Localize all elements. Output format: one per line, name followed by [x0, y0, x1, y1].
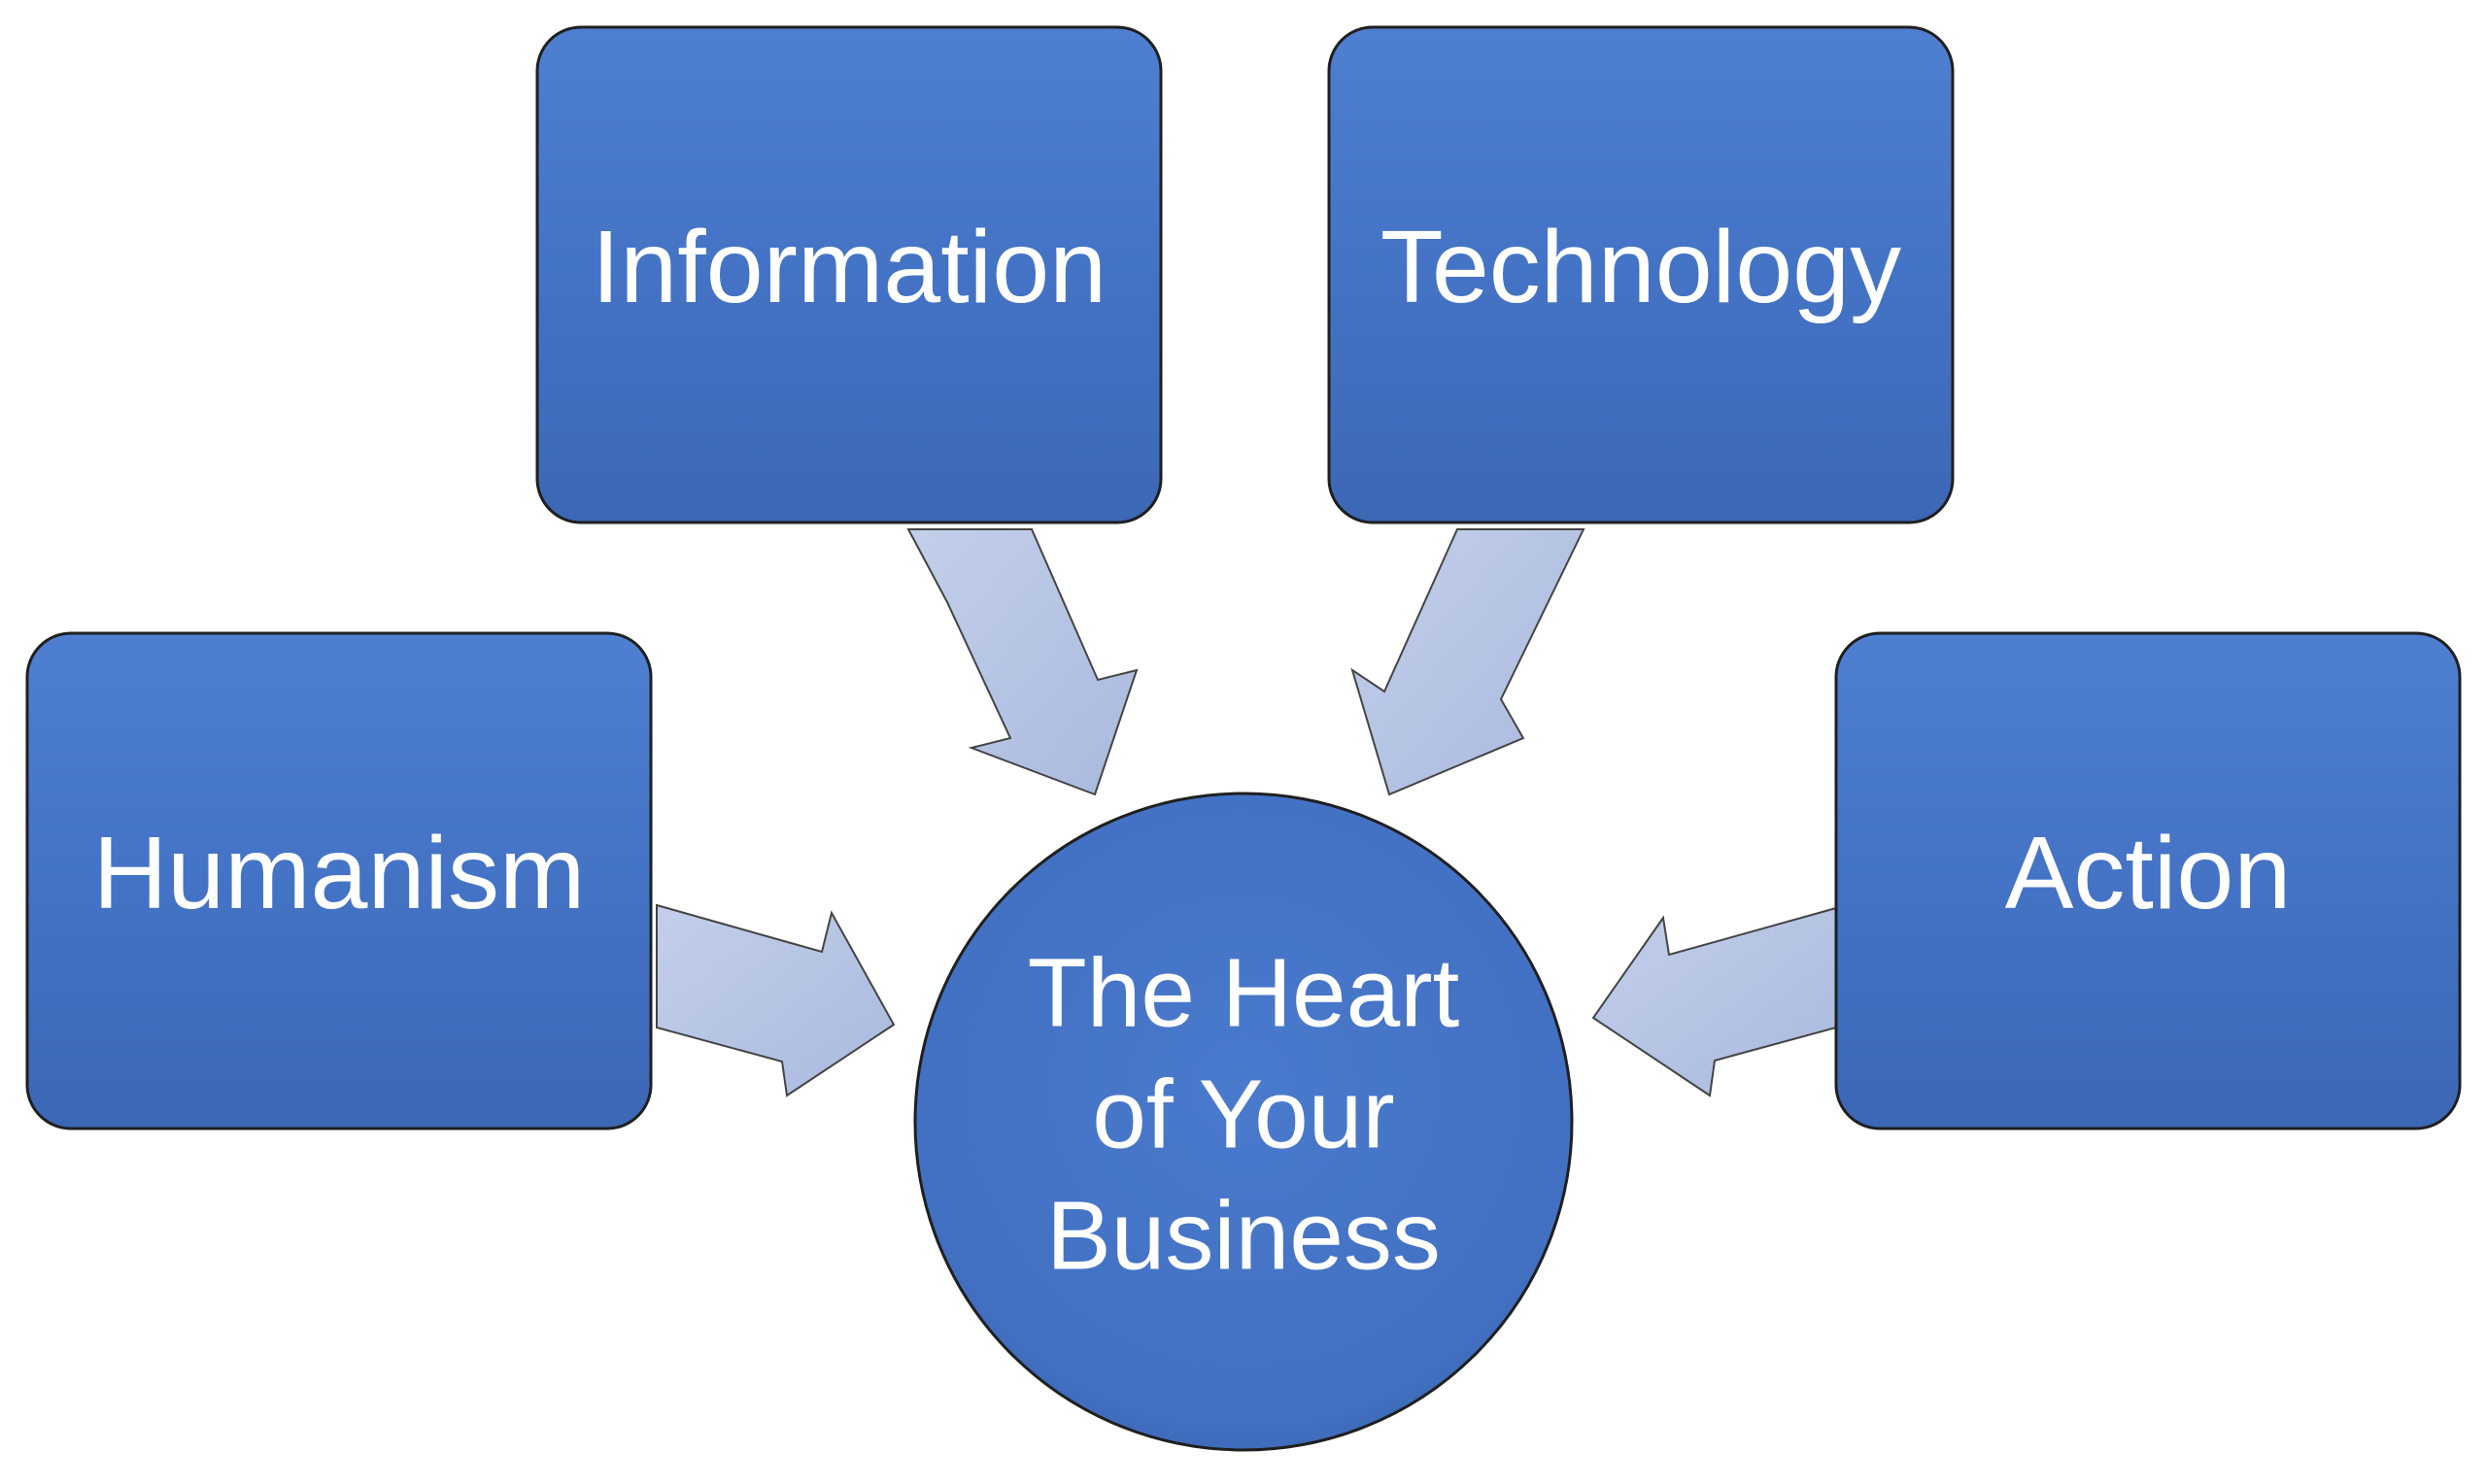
center-label-line-3: Business — [1046, 1181, 1441, 1290]
arrow-humanism-to-center — [656, 903, 896, 1097]
node-information: Information — [535, 25, 1163, 524]
arrow-information-to-center — [906, 528, 1139, 796]
center-label-line-2: of Your — [1092, 1060, 1394, 1168]
node-action: Action — [1834, 631, 2462, 1130]
node-humanism: Humanism — [25, 631, 653, 1130]
arrow-action-to-center — [1591, 906, 1837, 1097]
node-humanism-label: Humanism — [93, 816, 586, 930]
center-node: The Heart of Your Business — [913, 792, 1574, 1452]
arrows — [656, 528, 1837, 1097]
arrow-technology-to-center — [1350, 528, 1585, 796]
center-label-line-1: The Heart — [1028, 938, 1460, 1047]
node-information-label: Information — [592, 210, 1107, 324]
node-action-label: Action — [2005, 816, 2292, 930]
node-technology: Technology — [1327, 25, 1955, 524]
node-technology-label: Technology — [1380, 210, 1901, 324]
